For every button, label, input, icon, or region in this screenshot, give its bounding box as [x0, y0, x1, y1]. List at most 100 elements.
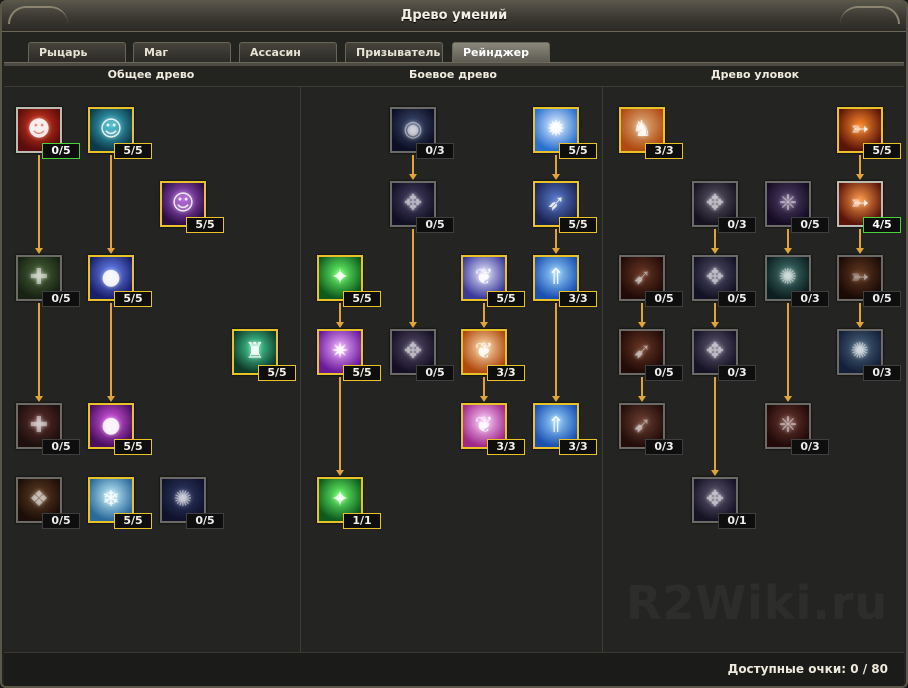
skill-slot[interactable]: ➹0/3 [619, 403, 683, 455]
skill-rank-badge: 5/5 [863, 143, 901, 159]
skill-slot[interactable]: ⇑3/3 [533, 255, 597, 307]
blue-orb-icon: ● [101, 265, 121, 290]
skill-rank-badge: 0/5 [186, 513, 224, 529]
red-wings-icon: ❈ [778, 413, 798, 438]
skill-slot[interactable]: ◉0/3 [390, 107, 454, 159]
skill-rank-badge: 0/3 [863, 365, 901, 381]
tab-mage[interactable]: Маг [133, 42, 231, 62]
skill-slot[interactable]: ✚0/5 [16, 255, 80, 307]
violet-sigil-icon: ✥ [403, 339, 423, 364]
red-cross-icon: ✚ [29, 413, 49, 438]
skill-slot[interactable]: ❦3/3 [461, 403, 525, 455]
skill-rank-badge: 0/5 [42, 439, 80, 455]
skill-slot[interactable]: ☺5/5 [88, 107, 152, 159]
skill-rank-badge: 5/5 [114, 439, 152, 455]
skill-slot[interactable]: ✥0/5 [390, 329, 454, 381]
purple-wings-icon: ❈ [778, 191, 798, 216]
skill-rank-badge: 0/5 [718, 291, 756, 307]
pink-tree-icon: ❦ [474, 413, 494, 438]
skill-rank-badge: 0/3 [718, 217, 756, 233]
skill-rank-badge: 0/1 [718, 513, 756, 529]
skill-slot[interactable]: ➹0/5 [619, 329, 683, 381]
red-claw-icon: ➹ [632, 265, 652, 290]
blue-arrow-icon: ⇑ [546, 265, 566, 290]
skill-slot[interactable]: ♜5/5 [232, 329, 296, 381]
skill-slot[interactable]: ✺0/3 [765, 255, 829, 307]
skill-slot[interactable]: ☻0/5 [16, 107, 80, 159]
skill-rank-badge: 0/3 [791, 439, 829, 455]
tab-knight[interactable]: Рыцарь [28, 42, 126, 62]
skill-rank-badge: 0/3 [645, 439, 683, 455]
available-points: Доступные очки: 0 / 80 [727, 662, 888, 676]
boot-icon: ♞ [632, 117, 652, 142]
skill-slot[interactable]: ➳0/5 [837, 255, 901, 307]
skill-slot[interactable]: ➳5/5 [837, 107, 901, 159]
skill-rank-badge: 5/5 [186, 217, 224, 233]
skill-slot[interactable]: ❈0/3 [765, 403, 829, 455]
skill-slot[interactable]: ➳4/5 [837, 181, 901, 233]
skill-slot[interactable]: ✺0/3 [837, 329, 901, 381]
tab-ranger[interactable]: Рейнджер [452, 42, 550, 62]
red-demon-icon: ☻ [27, 117, 51, 142]
frost-rune-icon: ❄ [101, 487, 121, 512]
green-shadow-icon: ♜ [245, 339, 265, 364]
column-divider [602, 87, 603, 652]
skill-rank-badge: 3/3 [645, 143, 683, 159]
purple-figure-icon: ☺ [171, 191, 195, 216]
skill-slot[interactable]: ✥0/3 [692, 329, 756, 381]
blue-swirl-icon: ✺ [173, 487, 193, 512]
skill-slot[interactable]: ❈0/5 [765, 181, 829, 233]
skill-slot[interactable]: ➹0/5 [619, 255, 683, 307]
light-burst-icon: ✹ [546, 117, 566, 142]
skill-slot[interactable]: ✺0/5 [160, 477, 224, 529]
green-orb-icon: ✦ [330, 265, 350, 290]
skill-slot[interactable]: ✥0/3 [692, 181, 756, 233]
skill-slot[interactable]: ♞3/3 [619, 107, 683, 159]
skill-rank-badge: 3/3 [487, 365, 525, 381]
skill-slot[interactable]: ●5/5 [88, 403, 152, 455]
blue-sphere-icon: ◉ [403, 117, 423, 142]
title-bar[interactable]: Древо умений [2, 2, 906, 32]
skill-rank-badge: 4/5 [863, 217, 901, 233]
skill-rank-badge: 1/1 [343, 513, 381, 529]
skill-slot[interactable]: ✦5/5 [317, 255, 381, 307]
skill-slot[interactable]: ✥0/5 [692, 255, 756, 307]
blue-arrow-up-icon: ⇑ [546, 413, 566, 438]
skill-slot[interactable]: ❦5/5 [461, 255, 525, 307]
tab-assassin[interactable]: Ассасин [239, 42, 337, 62]
skill-rank-badge: 5/5 [343, 365, 381, 381]
skill-rank-badge: 5/5 [114, 291, 152, 307]
skill-slot[interactable]: ❖0/5 [16, 477, 80, 529]
title-ornament-left [8, 6, 68, 24]
footer-bar: Доступные очки: 0 / 80 [4, 652, 904, 686]
skill-rank-badge: 5/5 [343, 291, 381, 307]
skill-rank-badge: 5/5 [487, 291, 525, 307]
bow-flame-icon: ➳ [850, 117, 870, 142]
skill-slot[interactable]: ●5/5 [88, 255, 152, 307]
skill-slot[interactable]: ❦3/3 [461, 329, 525, 381]
violet-cloak-icon: ✥ [705, 487, 725, 512]
column-divider [300, 87, 301, 652]
skill-slot[interactable]: ✷5/5 [317, 329, 381, 381]
skill-rank-badge: 0/5 [645, 291, 683, 307]
skill-rank-badge: 0/3 [791, 291, 829, 307]
skill-slot[interactable]: ⇑3/3 [533, 403, 597, 455]
skill-rank-badge: 0/5 [42, 143, 80, 159]
skill-slot[interactable]: ☺5/5 [160, 181, 224, 233]
skill-rank-badge: 5/5 [559, 143, 597, 159]
skill-slot[interactable]: ✥0/5 [390, 181, 454, 233]
bow-ember-icon: ➳ [850, 191, 870, 216]
skill-slot[interactable]: ✚0/5 [16, 403, 80, 455]
tab-summoner[interactable]: Призыватель [345, 42, 443, 62]
skill-slot[interactable]: ❄5/5 [88, 477, 152, 529]
golden-tree-icon: ❦ [474, 339, 494, 364]
skill-slot[interactable]: ✥0/1 [692, 477, 756, 529]
column-title-combat: Боевое древо [409, 68, 497, 81]
skill-slot[interactable]: ✦1/1 [317, 477, 381, 529]
skill-slot[interactable]: ➶5/5 [533, 181, 597, 233]
skill-slot[interactable]: ✹5/5 [533, 107, 597, 159]
skill-rank-badge: 0/5 [416, 217, 454, 233]
skill-rank-badge: 3/3 [487, 439, 525, 455]
skill-rank-badge: 5/5 [258, 365, 296, 381]
